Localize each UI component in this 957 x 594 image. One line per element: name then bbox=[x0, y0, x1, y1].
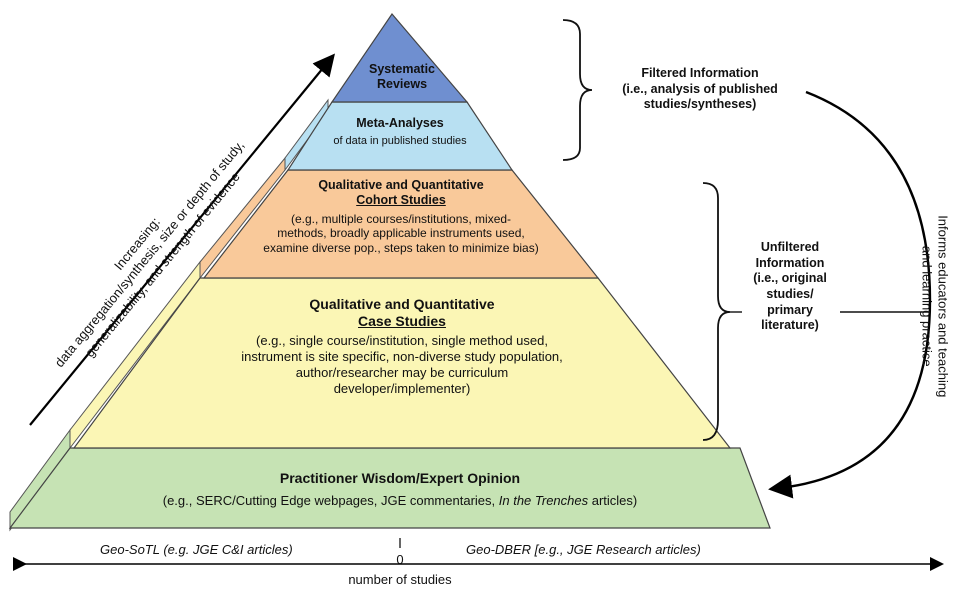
unfiltered-line2: Information bbox=[755, 255, 825, 270]
case-title-line1: Qualitative and Quantitative bbox=[309, 296, 495, 312]
practitioner-desc-suffix: articles) bbox=[588, 493, 638, 509]
case-desc-line1: (e.g., single course/institution, single… bbox=[256, 333, 548, 349]
unfiltered-line6: literature) bbox=[761, 318, 819, 333]
case-desc-line3: author/researcher may be curriculum bbox=[295, 364, 509, 380]
meta-analyses-sub: of data in published studies bbox=[333, 135, 467, 148]
axis-zero-label: 0 bbox=[396, 552, 404, 567]
axis-left-label: Geo-SoTL (e.g. JGE C&I articles) bbox=[100, 542, 293, 557]
cohort-desc-line2: methods, broadly applicable instruments … bbox=[277, 226, 525, 241]
informs-line1: Informs educators and teaching bbox=[935, 215, 951, 398]
unfiltered-information-label: Unfiltered Information (i.e., original s… bbox=[738, 240, 842, 334]
case-title-line2: Case Studies bbox=[358, 313, 446, 330]
informs-arrow bbox=[768, 90, 932, 499]
cohort-desc-line1: (e.g., multiple courses/institutions, mi… bbox=[290, 211, 512, 226]
meta-analyses-label: Meta-Analyses of data in published studi… bbox=[330, 116, 470, 149]
case-desc-line4: developer/implementer) bbox=[333, 380, 471, 396]
filtered-line1: Filtered Information bbox=[641, 66, 759, 80]
practitioner-desc-prefix: (e.g., SERC/Cutting Edge webpages, JGE c… bbox=[162, 493, 499, 509]
practitioner-label: Practitioner Wisdom/Expert Opinion (e.g.… bbox=[40, 470, 760, 509]
systematic-reviews-label: Systematic Reviews bbox=[352, 62, 452, 93]
filtered-line3: studies/syntheses) bbox=[643, 97, 757, 112]
unfiltered-line5: primary bbox=[767, 302, 813, 317]
filtered-brace bbox=[562, 19, 593, 161]
case-desc-line2: instrument is site specific, non-diverse… bbox=[241, 349, 563, 365]
systematic-reviews-line1: Systematic bbox=[368, 62, 435, 76]
informs-line2: and learning practice bbox=[919, 245, 934, 367]
meta-analyses-title: Meta-Analyses bbox=[356, 116, 444, 130]
practitioner-title: Practitioner Wisdom/Expert Opinion bbox=[279, 470, 521, 486]
cohort-desc-line3: examine diverse pop., steps taken to min… bbox=[263, 240, 539, 255]
case-studies-label: Qualitative and Quantitative Case Studie… bbox=[150, 296, 654, 397]
increasing-arrow bbox=[29, 53, 335, 426]
unfiltered-line3: (i.e., original bbox=[753, 271, 827, 286]
filtered-information-label: Filtered Information (i.e., analysis of … bbox=[600, 66, 800, 113]
cohort-title-line2: Cohort Studies bbox=[356, 193, 446, 208]
filtered-line2: (i.e., analysis of published bbox=[622, 81, 778, 96]
axis-title: number of studies bbox=[348, 572, 452, 587]
practitioner-desc-italic: In the Trenches bbox=[498, 493, 589, 509]
unfiltered-brace bbox=[702, 182, 731, 441]
pyramid-layer-systematic bbox=[330, 13, 469, 103]
cohort-studies-label: Qualitative and Quantitative Cohort Stud… bbox=[218, 178, 584, 255]
unfiltered-line4: studies/ bbox=[766, 286, 814, 301]
axis-right-label: Geo-DBER [e.g., JGE Research articles) bbox=[466, 542, 701, 557]
systematic-reviews-line2: Reviews bbox=[376, 77, 428, 92]
practitioner-desc: (e.g., SERC/Cutting Edge webpages, JGE c… bbox=[40, 493, 760, 509]
unfiltered-line1: Unfiltered bbox=[760, 240, 820, 254]
cohort-title-line1: Qualitative and Quantitative bbox=[318, 178, 484, 192]
informs-label: Informs educators and teaching and learn… bbox=[918, 196, 951, 416]
